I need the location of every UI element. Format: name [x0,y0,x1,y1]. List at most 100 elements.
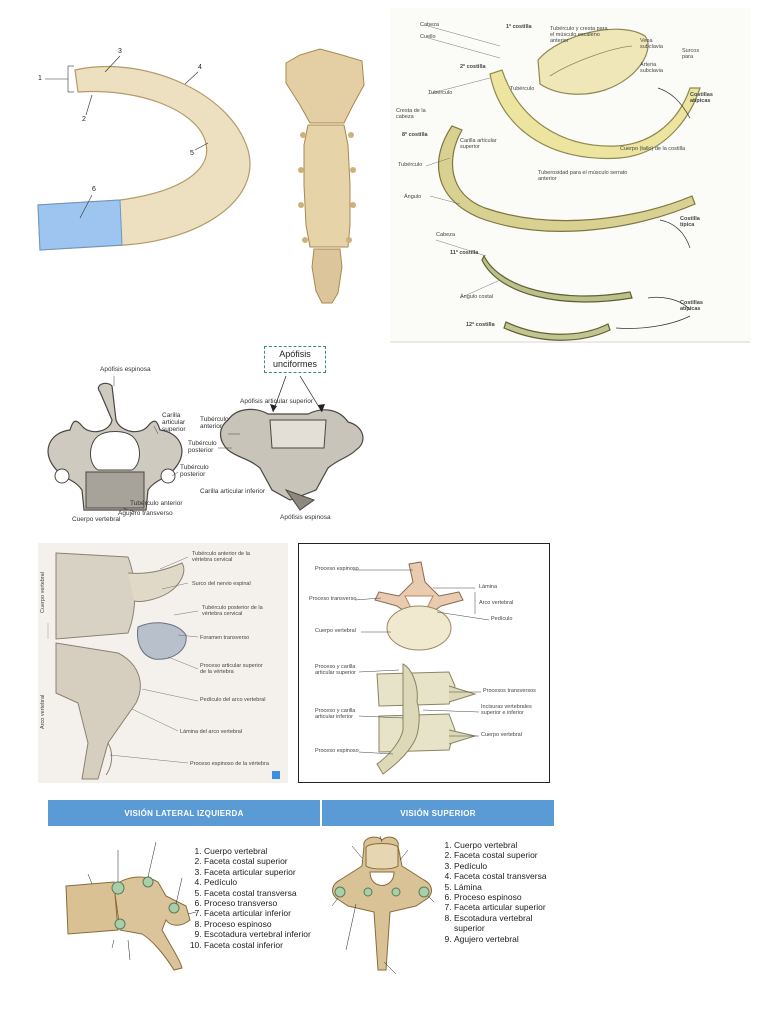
label-cabeza: Cabeza [420,22,439,28]
superior-item-1: Cuerpo vertebral [454,840,554,850]
label-lamina: Lámina [479,584,498,590]
label-angulo: Ángulo [404,194,422,200]
label-vena-subclavia: Vena subclavia [640,38,663,51]
lumbar-illustration [353,561,490,775]
expand-icon [272,771,280,779]
label-costilla-11: 11ª costilla [450,250,479,256]
label-tuberculo-anterior-cervical: Tubérculo anterior de la vértebra cervic… [192,551,250,564]
superior-item-7: Faceta articular superior [454,902,554,912]
superior-item-5: Lámina [454,882,554,892]
rib-number-2: 2 [82,116,86,123]
label-tuberculo-anterior: Tubérculo anterior [200,416,229,431]
label-procesos-transversos: Procesos transversos [483,688,536,694]
label-tuberculo-2: Tubérculo [428,90,453,96]
superior-item-4: Faceta costal transversa [454,871,554,881]
label-costillas-atipicas: Costillas atípicas [690,92,713,105]
label-cabeza-2: Cabeza [436,232,455,238]
label-arteria-subclavia: Arteria subclavia [640,62,663,75]
lateral-item-2: Faceta costal superior [204,856,320,866]
label-pediculo-arco: Pedículo del arco vertebral [200,697,266,703]
label-cuerpo-tallo: Cuerpo (tallo) de la costilla [620,146,686,152]
label-foramen-transverso: Foramen transverso [200,635,250,641]
superior-view-panel: VISIÓN SUPERIOR Cuerpo vertebralFaceta c… [322,800,554,990]
label-pediculo: Pedículo [491,616,513,622]
label-cuello: Cuello [420,34,436,40]
lateral-item-6: Proceso transverso [204,898,320,908]
label-proceso-espinoso-2: Proceso espinoso [315,748,359,754]
label-lamina-arco: Lámina del arco vertebral [180,729,243,735]
rib-number-3: 3 [118,48,122,55]
rib-illustration [37,55,251,251]
lateral-item-5: Faceta costal transversa [204,888,320,898]
label-cuerpo-vertebral: Cuerpo vertebral [72,516,121,523]
rib-number-5: 5 [190,150,194,157]
lateral-legend-list: Cuerpo vertebralFaceta costal superiorFa… [190,846,320,950]
rib-side-figure: 1 2 3 4 5 6 [30,40,265,270]
rib-number-1: 1 [38,75,42,82]
lateral-item-10: Faceta costal inferior [204,940,320,950]
cervical-lateral-illustration [47,552,199,780]
lateral-legend: Cuerpo vertebralFaceta costal superiorFa… [190,846,320,950]
label-tuberosidad: Tuberosidad para el músculo serrato ante… [538,170,628,183]
label-costilla-2: 2ª costilla [460,64,486,70]
label-carilla-articular-inferior: Carilla articular inferior [200,488,266,495]
label-incisuras-vertebrales: Incisuras vertebrales superior e inferio… [481,704,532,717]
label-tuberculo-anterior-2: Tubérculo anterior [130,500,183,507]
lumbar-vertebra-figure: Proceso espinoso Lámina Proceso transver… [298,543,550,783]
label-proceso-espinoso: Proceso espinoso [315,566,359,572]
ribs-figure: Cabeza Cuello 1ª costilla Tubérculo y cr… [390,8,750,348]
label-tuberculo: Tubérculo [510,86,535,92]
lateral-item-4: Pedículo [204,877,320,887]
lateral-item-1: Cuerpo vertebral [204,846,320,856]
label-proceso-transverso: Proceso transverso [309,596,357,602]
sternum-figure [270,35,380,315]
label-surco-nervio: Surco del nervio espinal [192,581,251,587]
superior-legend-list: Cuerpo vertebralFaceta costal superiorPe… [440,840,554,944]
lateral-vertebra-illustration [65,841,197,971]
lateral-item-9: Escotadura vertebral inferior [204,929,320,939]
label-proceso-espinoso-vertebra: Proceso espinoso de la vértebra [190,761,269,767]
side-label-cuerpo: Cuerpo vertebral [40,572,46,613]
label-carilla-articular: Carilla articular superior [460,138,497,151]
label-costillas-atipicas-2: Costillas atípicas [680,300,703,313]
cervical-lateral-figure: Cuerpo vertebral Arco vertebral Tubércul… [38,543,288,783]
rib-number-4: 4 [198,64,202,71]
label-costilla-1: 1ª costilla [506,24,532,30]
label-cuerpo-vertebral-lumbar: Cuerpo vertebral [315,628,356,634]
cervical-vertebra-figure: Apófisis unciformes Apófisis espinosa Ca… [28,340,388,530]
lateral-item-8: Proceso espinoso [204,919,320,929]
label-cresta-cabeza: Cresta de la cabeza [396,108,426,121]
superior-item-8: Escotadura vertebral superior [454,913,554,934]
superior-legend: Cuerpo vertebralFaceta costal superiorPe… [440,840,554,944]
label-angulo-costal: Ángulo costal [460,294,494,300]
label-apofisis-espinosa-2: Apófisis espinosa [280,514,331,521]
unciform-process-box: Apófisis unciformes [264,346,326,373]
label-costilla-12: 12ª costilla [466,322,495,328]
superior-item-3: Pedículo [454,861,554,871]
ribs-illustration [390,8,750,343]
label-proceso-carilla-inferior: Proceso y carilla articular inferior [315,708,356,721]
label-tuberculo-3: Tubérculo [398,162,423,168]
side-label-arco: Arco vertebral [40,694,46,729]
label-apofisis-articular-superior: Apófisis articular superior [240,398,313,405]
label-tuberculo-posterior: Tubérculo posterior [188,440,217,455]
label-costilla-8: 8ª costilla [402,132,428,138]
label-apofisis-espinosa: Apófisis espinosa [100,366,151,373]
superior-item-9: Agujero vertebral [454,934,554,944]
superior-view-header: VISIÓN SUPERIOR [322,800,554,826]
label-costilla-tipica: Costilla típica [680,216,700,229]
label-tuberculo-posterior-2: Tubérculo posterior [180,464,209,479]
lateral-view-header: VISIÓN LATERAL IZQUIERDA [48,800,320,826]
lateral-view-panel: VISIÓN LATERAL IZQUIERDA Cuerpo vertebra… [48,800,320,990]
superior-item-2: Faceta costal superior [454,850,554,860]
label-cuerpo-vertebral-2: Cuerpo vertebral [481,732,522,738]
label-agujero-transverso: Agujero transverso [118,510,173,517]
label-surcos-para: Surcos para [682,48,700,61]
cervical-illustration [47,375,364,513]
superior-vertebra-illustration [331,835,435,975]
label-proceso-articular-superior: Proceso articular superior de la vértebr… [200,663,263,676]
label-tuberculo-cresta: Tubérculo y cresta para el músculo escal… [550,26,608,45]
lateral-item-3: Faceta articular superior [204,867,320,877]
sternum-illustration [285,48,365,304]
label-tuberculo-posterior-cervical: Tubérculo posterior de la vértebra cervi… [202,605,263,618]
